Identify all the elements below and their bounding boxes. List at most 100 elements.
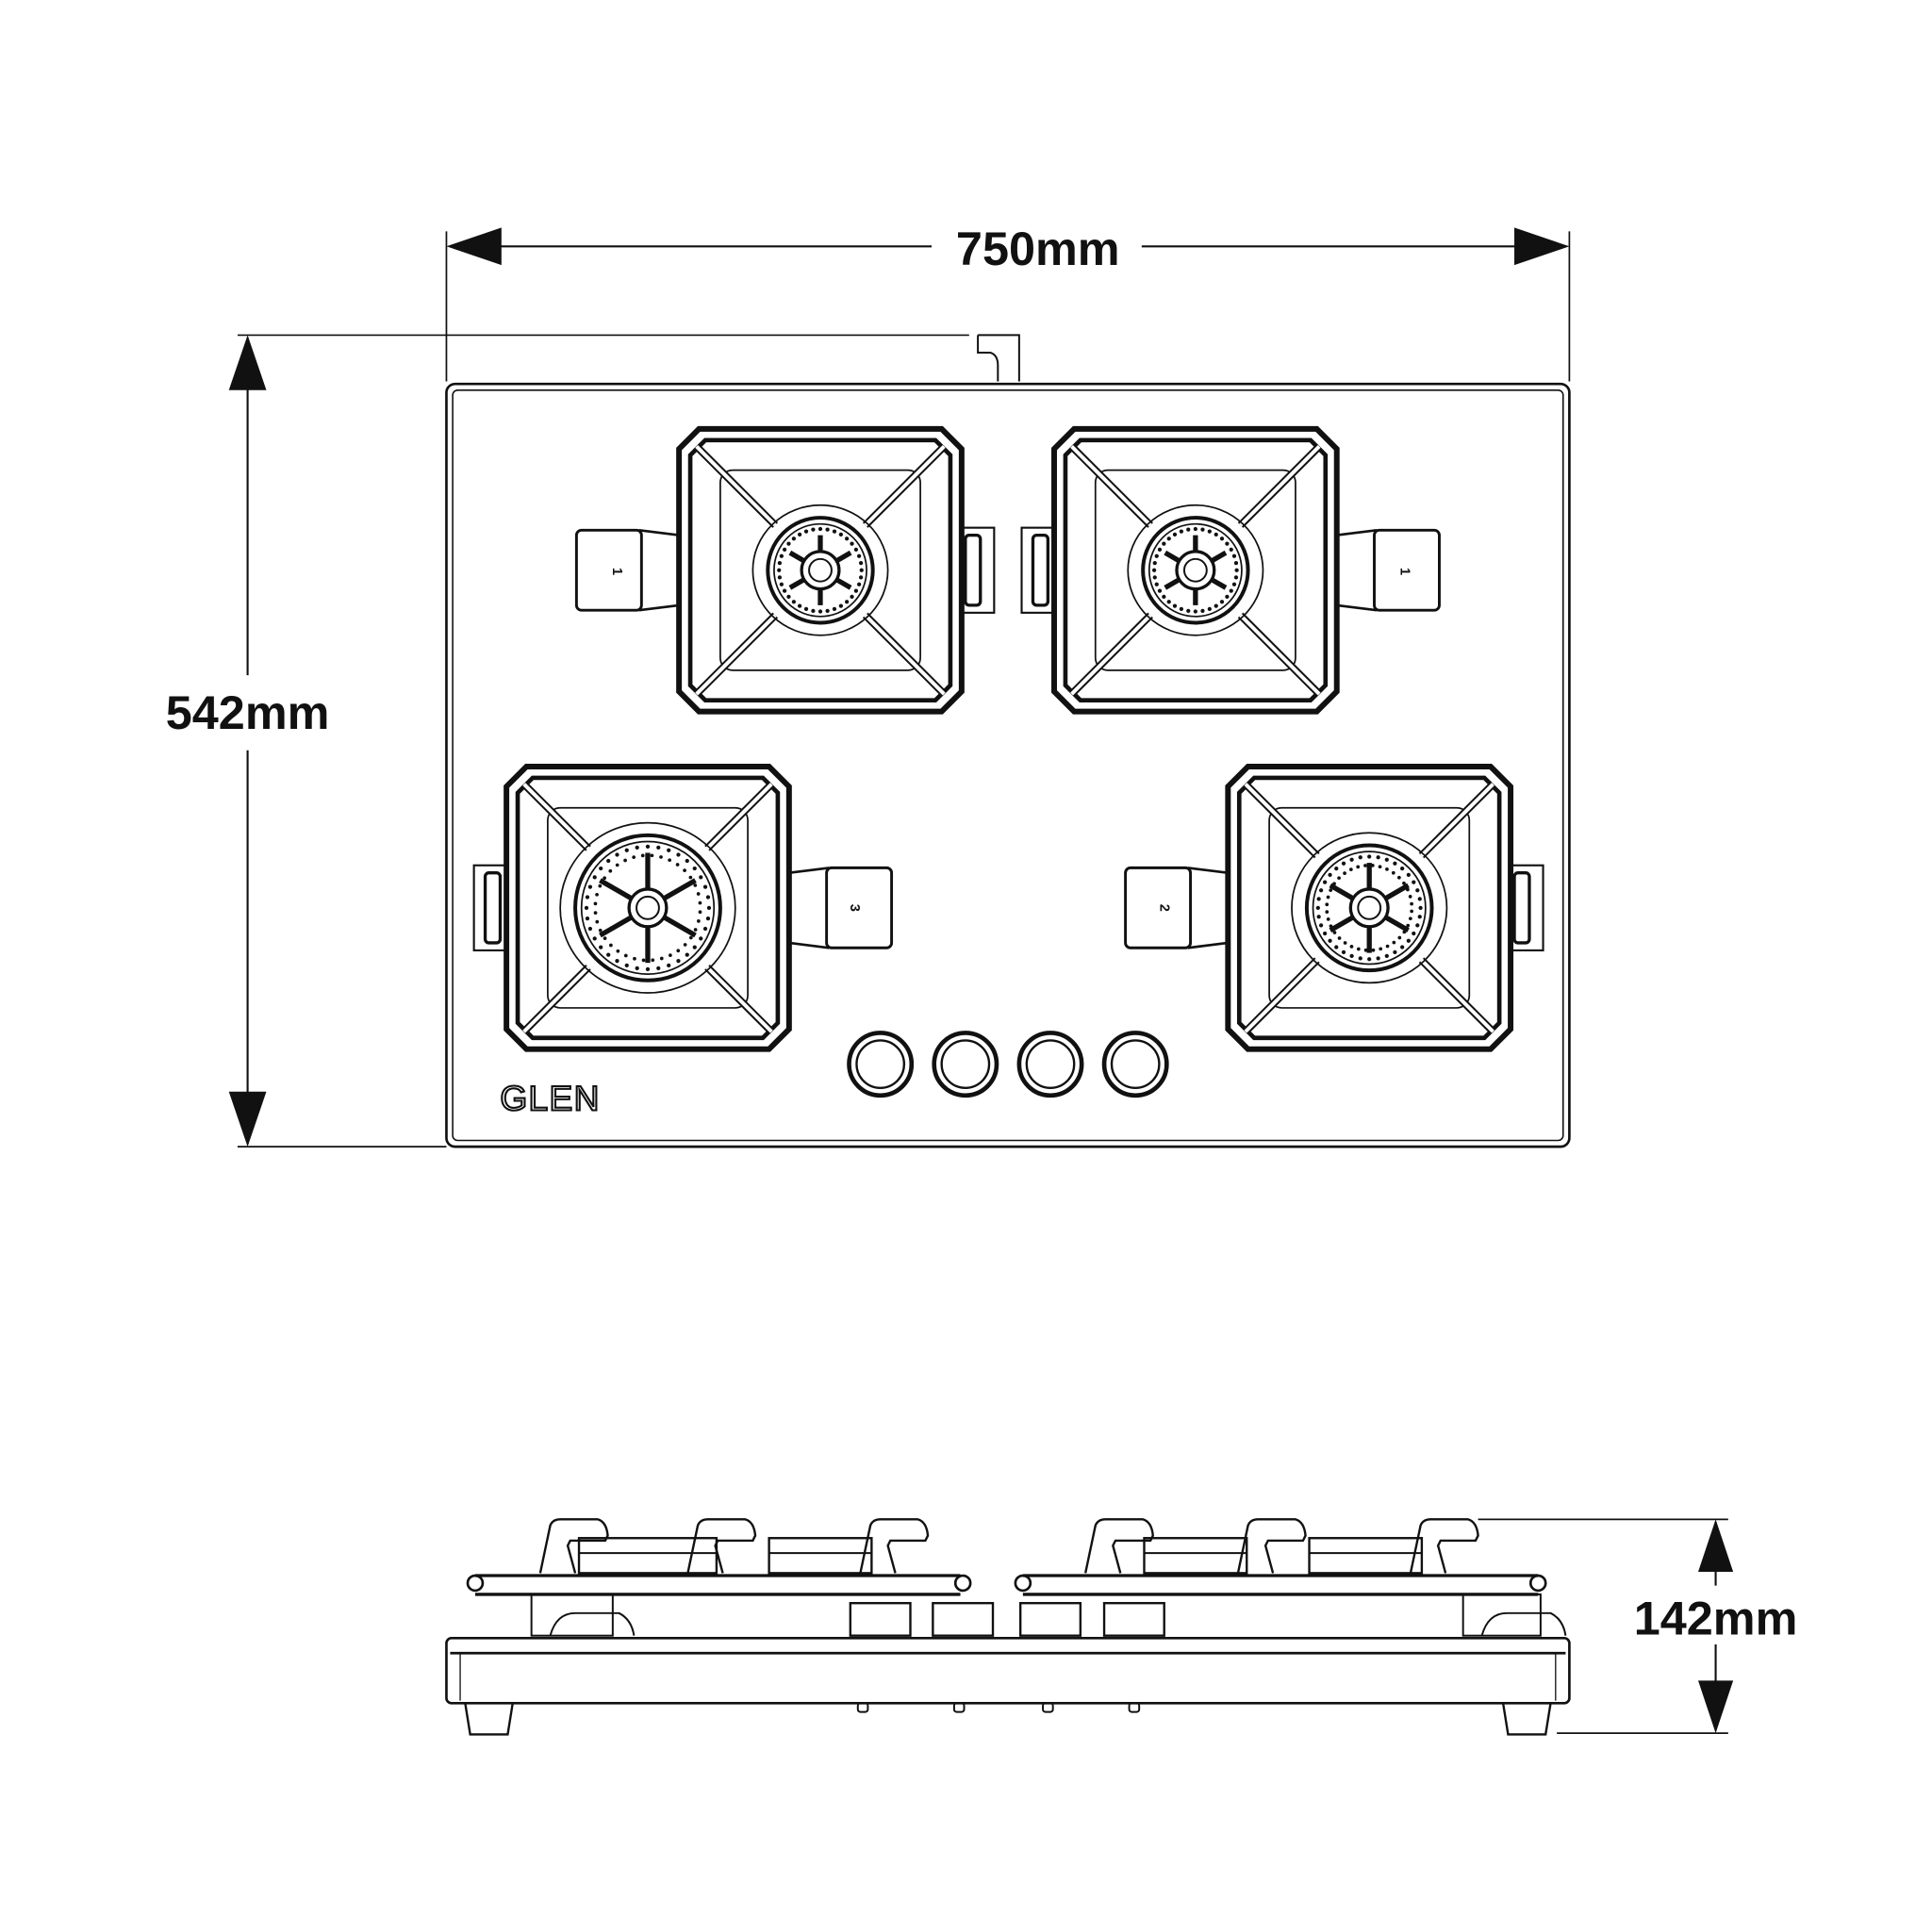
flame-port xyxy=(1318,923,1324,928)
flame-port xyxy=(791,537,796,541)
flame-port xyxy=(592,936,597,941)
handle-label: 1 xyxy=(609,568,624,575)
flame-port xyxy=(853,588,859,593)
hob-side-view xyxy=(445,1518,1571,1736)
flame-port xyxy=(609,943,613,948)
flame-port xyxy=(859,568,864,572)
flame-port xyxy=(668,858,672,863)
grate-handle xyxy=(574,528,643,612)
burner-cap-ring xyxy=(1141,516,1250,625)
rail-end xyxy=(1528,1574,1547,1593)
pan-support-arm-inner xyxy=(1239,614,1321,696)
burner-venturi xyxy=(549,1611,636,1636)
pan-support-arm-inner xyxy=(1244,783,1319,857)
flame-port xyxy=(782,588,787,593)
flame-port xyxy=(1363,948,1368,952)
flame-port xyxy=(1393,949,1397,955)
burner-cap-ring xyxy=(573,833,722,983)
flame-port xyxy=(856,553,862,558)
flame-port xyxy=(593,901,598,906)
rail-end xyxy=(953,1574,972,1593)
flame-port xyxy=(1391,870,1395,875)
burner-spoke xyxy=(1385,883,1410,900)
pan-support-arm-inner xyxy=(522,783,590,850)
flame-port xyxy=(1358,855,1362,860)
flame-port xyxy=(1356,947,1361,951)
flame-port xyxy=(1337,936,1342,940)
brand-logo: GLEN xyxy=(500,1079,600,1118)
burner-base xyxy=(1291,832,1448,984)
flame-port xyxy=(676,852,681,857)
flame-port xyxy=(595,919,600,924)
flame-port xyxy=(1219,537,1225,541)
burner-inner-ring xyxy=(580,840,716,975)
knob-stem xyxy=(1128,1702,1141,1713)
flame-port xyxy=(584,905,589,910)
grate-handle xyxy=(1124,866,1193,949)
burner-spoke xyxy=(788,578,804,590)
grate-clip-slot xyxy=(1031,533,1050,607)
gas-inlet-hook xyxy=(977,334,1020,382)
flame-port xyxy=(1166,537,1171,541)
flame-port xyxy=(623,858,627,863)
burner-unit xyxy=(1124,763,1544,1052)
flame-port xyxy=(675,863,680,867)
flame-port xyxy=(692,866,697,871)
handle-arm xyxy=(1187,867,1229,949)
flame-port xyxy=(705,916,711,921)
flame-port xyxy=(1408,916,1412,921)
flame-port xyxy=(1400,867,1405,871)
flame-port xyxy=(608,868,613,873)
knob-stem xyxy=(1042,1702,1054,1713)
burner-unit xyxy=(1020,425,1441,715)
flame-port xyxy=(777,561,783,566)
flame-port xyxy=(1315,905,1320,910)
flame-port xyxy=(850,541,854,546)
flame-port xyxy=(817,526,823,532)
flame-port xyxy=(705,895,711,900)
flame-port xyxy=(624,963,629,968)
flame-port xyxy=(779,553,784,558)
flame-port xyxy=(676,958,681,964)
flame-port xyxy=(825,608,830,613)
flame-port xyxy=(606,952,611,957)
burner-base xyxy=(751,504,889,636)
flame-port xyxy=(832,606,837,612)
burner-unit xyxy=(574,425,996,715)
flame-port xyxy=(1385,867,1389,871)
flame-port xyxy=(699,936,703,941)
flame-port xyxy=(624,848,629,852)
flame-port xyxy=(1157,588,1163,593)
burner-spoke xyxy=(1164,578,1180,590)
grate-handle xyxy=(1373,528,1441,612)
flame-port xyxy=(683,868,686,873)
burner-body-side xyxy=(1461,1593,1542,1637)
burners xyxy=(472,425,1544,1052)
pan-support-arm-inner xyxy=(1420,783,1494,857)
flame-port xyxy=(1214,532,1218,537)
flame-port xyxy=(811,608,816,613)
flame-port xyxy=(685,952,689,957)
flame-port xyxy=(1157,547,1163,552)
flame-port xyxy=(1166,600,1171,604)
flame-port xyxy=(1328,872,1332,878)
flame-port xyxy=(1152,561,1157,566)
burner-spoke xyxy=(836,578,852,590)
flame-port xyxy=(650,853,654,858)
flame-port xyxy=(1415,888,1420,893)
flame-port xyxy=(856,582,862,586)
pan-support-side xyxy=(686,1518,757,1574)
burner-venturi xyxy=(1480,1611,1567,1636)
drip-tray xyxy=(547,806,749,1009)
flame-port xyxy=(1406,938,1411,943)
valve-body xyxy=(1018,1602,1082,1637)
flame-port xyxy=(633,956,636,961)
depth-label: 542mm xyxy=(166,685,330,739)
burner-cap-ring xyxy=(1304,843,1434,973)
handle-label: 3 xyxy=(847,904,862,912)
flame-port xyxy=(615,958,619,964)
arrow-down-icon xyxy=(1697,1680,1734,1734)
width-label: 750mm xyxy=(956,222,1120,275)
width-dimension: 750mm xyxy=(445,222,1571,382)
pan-support-arm-inner xyxy=(1070,445,1152,527)
